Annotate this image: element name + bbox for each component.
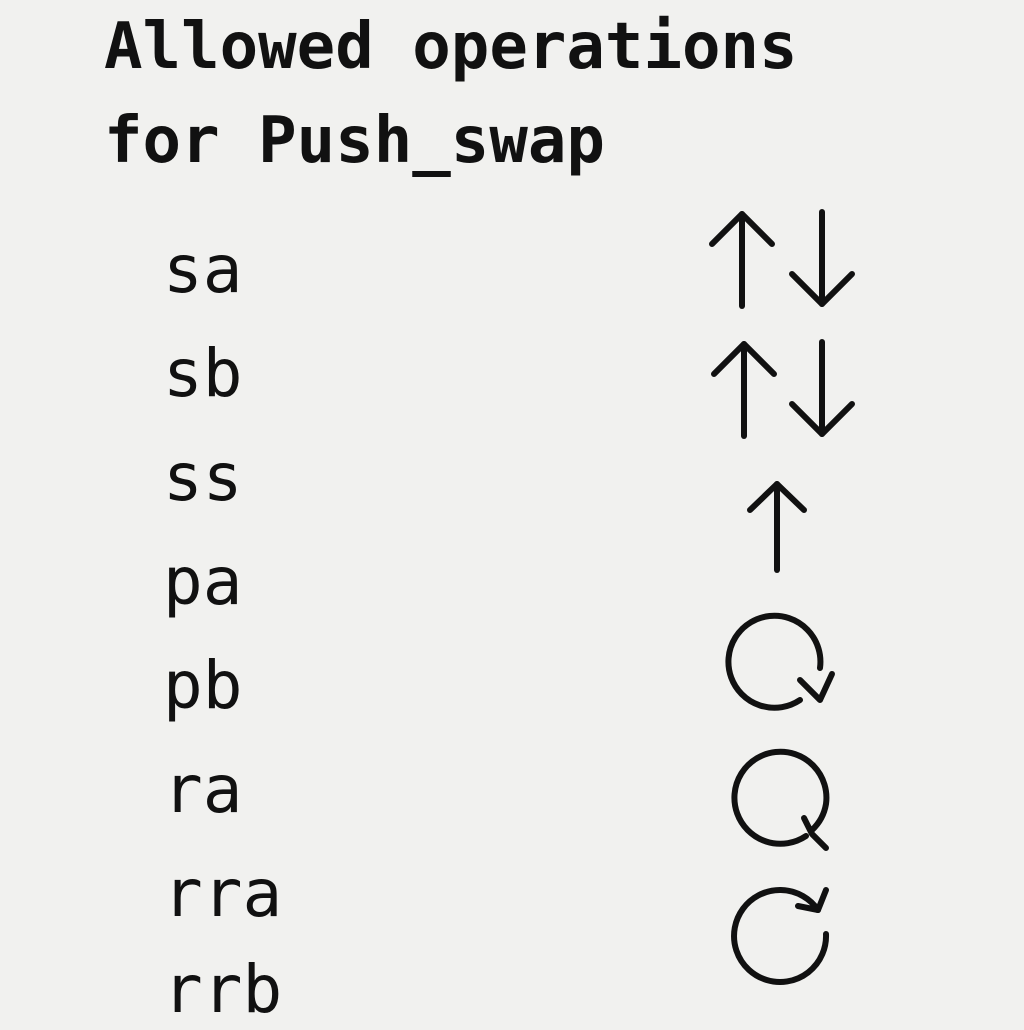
operation-label-ss: ss xyxy=(163,439,243,516)
operation-label-rrb: rrb xyxy=(163,951,283,1028)
operation-label-rra: rra xyxy=(163,855,283,932)
title-line-2: for Push_swap xyxy=(104,104,605,178)
operation-label-pa: pa xyxy=(163,543,243,620)
rotate-arrow-icon xyxy=(720,608,840,728)
rotate-arrow-icon xyxy=(720,740,840,860)
rotate-arrow-icon xyxy=(720,876,840,996)
operation-label-pb: pb xyxy=(163,647,243,724)
operation-label-sb: sb xyxy=(163,335,243,412)
swap-arrows-icon xyxy=(700,200,870,320)
title-line-1: Allowed operations xyxy=(104,10,798,84)
swap-arrows-icon xyxy=(700,330,870,450)
operation-label-ra: ra xyxy=(163,751,243,828)
operation-label-sa: sa xyxy=(163,231,243,308)
up-arrow-icon xyxy=(740,470,820,580)
page-title: Allowed operations for Push_swap xyxy=(104,0,984,188)
